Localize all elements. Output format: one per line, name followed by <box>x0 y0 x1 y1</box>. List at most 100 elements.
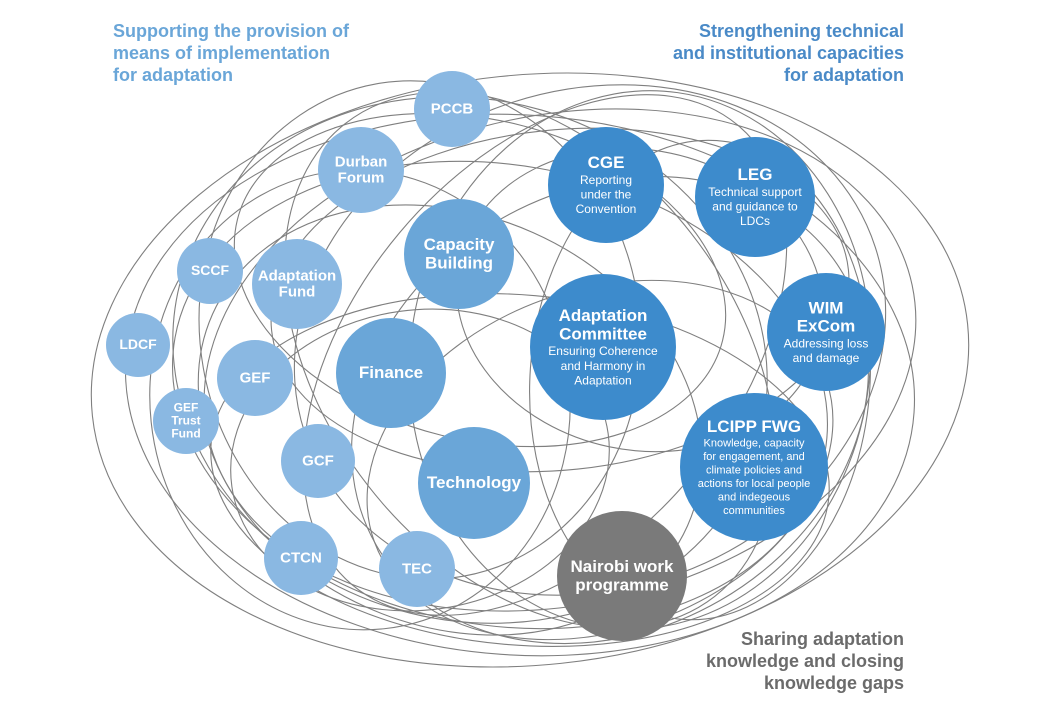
node-title: WIM <box>809 298 844 317</box>
node-circle <box>281 424 355 498</box>
node-title: Finance <box>359 363 423 382</box>
node-circle <box>177 238 243 304</box>
node-circle <box>767 273 885 391</box>
node-gef: GEF <box>217 340 293 416</box>
node-title: CTCN <box>280 550 322 567</box>
node-description: and guidance to <box>712 200 798 214</box>
node-circle <box>548 127 664 243</box>
heading-line: knowledge gaps <box>763 673 904 693</box>
node-description: and damage <box>793 351 860 365</box>
heading-line: Strengthening technical <box>698 21 904 41</box>
node-description: Technical support <box>708 185 802 199</box>
heading-line: for adaptation <box>113 65 233 85</box>
connection-line <box>210 293 830 647</box>
heading-line: knowledge and closing <box>705 651 904 671</box>
node-circle <box>252 239 342 329</box>
node-description: Adaptation <box>574 373 631 387</box>
node-title: PCCB <box>431 101 474 118</box>
node-title: Durban <box>335 153 388 170</box>
node-circle <box>264 521 338 595</box>
node-title: GEF <box>240 370 271 387</box>
node-title: LEG <box>738 165 773 184</box>
node-title: SCCF <box>191 262 230 278</box>
node-circle <box>557 511 687 641</box>
node-title: Forum <box>338 170 385 187</box>
node-technology: Technology <box>418 427 530 539</box>
node-title: Adaptation <box>559 306 648 325</box>
node-circle <box>418 427 530 539</box>
node-title: TEC <box>402 561 432 578</box>
connection-line <box>230 308 610 612</box>
node-circle <box>379 531 455 607</box>
connection-line <box>529 139 871 621</box>
node-title: Adaptation <box>258 267 336 284</box>
node-circle <box>695 137 815 257</box>
node-title: Fund <box>279 284 316 301</box>
node-description: and Harmony in <box>561 359 646 373</box>
node-title: Capacity <box>424 235 495 254</box>
node-description: Reporting <box>580 173 632 187</box>
node-title: LDCF <box>119 336 157 352</box>
node-circle <box>217 340 293 416</box>
node-description: Addressing loss <box>784 336 869 350</box>
heading-line: Sharing adaptation <box>740 629 904 649</box>
node-circle <box>106 313 170 377</box>
node-tec: TEC <box>379 531 455 607</box>
node-sccf: SCCF <box>177 238 243 304</box>
node-description: communities <box>723 505 785 517</box>
node-title: Trust <box>171 414 200 428</box>
heading-line: means of implementation <box>113 43 331 63</box>
node-circle <box>153 388 219 454</box>
node-circle <box>414 71 490 147</box>
node-title: GEF <box>174 401 199 415</box>
node-circle <box>530 274 676 420</box>
node-title: ExCom <box>797 317 856 336</box>
node-circle <box>404 199 514 309</box>
node-title: CGE <box>588 153 625 172</box>
connection-line <box>233 112 727 448</box>
node-description: Knowledge, capacity <box>704 438 805 450</box>
node-title: programme <box>575 575 669 594</box>
connection-line <box>284 91 776 629</box>
node-description: Convention <box>576 202 637 216</box>
node-description: climate policies and <box>706 464 802 476</box>
connection-line <box>90 72 970 668</box>
heading-means-of-implementation: Supporting the provision of means of imp… <box>113 20 349 86</box>
node-title: Fund <box>171 427 200 441</box>
node-description: and indegeous <box>718 491 791 503</box>
node-gcf: GCF <box>281 424 355 498</box>
heading-line: and institutional capacities <box>672 43 904 63</box>
heading-knowledge: Sharing adaptation knowledge and closing… <box>706 628 904 694</box>
node-ctcn: CTCN <box>264 521 338 595</box>
node-title: GCF <box>302 453 334 470</box>
node-description: actions for local people <box>698 478 811 490</box>
node-finance: Finance <box>336 318 446 428</box>
heading-capacities: Strengthening technical and institutiona… <box>673 20 904 86</box>
node-title: Building <box>425 253 493 272</box>
node-pccb: PCCB <box>414 71 490 147</box>
node-title: LCIPP FWG <box>707 417 801 436</box>
node-circle <box>318 127 404 213</box>
node-description: Ensuring Coherence <box>548 344 658 358</box>
node-description: for engagement, and <box>703 451 805 463</box>
node-circle <box>680 393 828 541</box>
heading-line: for adaptation <box>784 65 904 85</box>
node-description: LDCs <box>740 214 770 228</box>
node-title: Nairobi work <box>571 557 675 576</box>
node-title: Technology <box>427 473 522 492</box>
node-description: under the <box>581 188 632 202</box>
heading-line: Supporting the provision of <box>113 21 349 41</box>
node-title: Committee <box>559 324 647 343</box>
